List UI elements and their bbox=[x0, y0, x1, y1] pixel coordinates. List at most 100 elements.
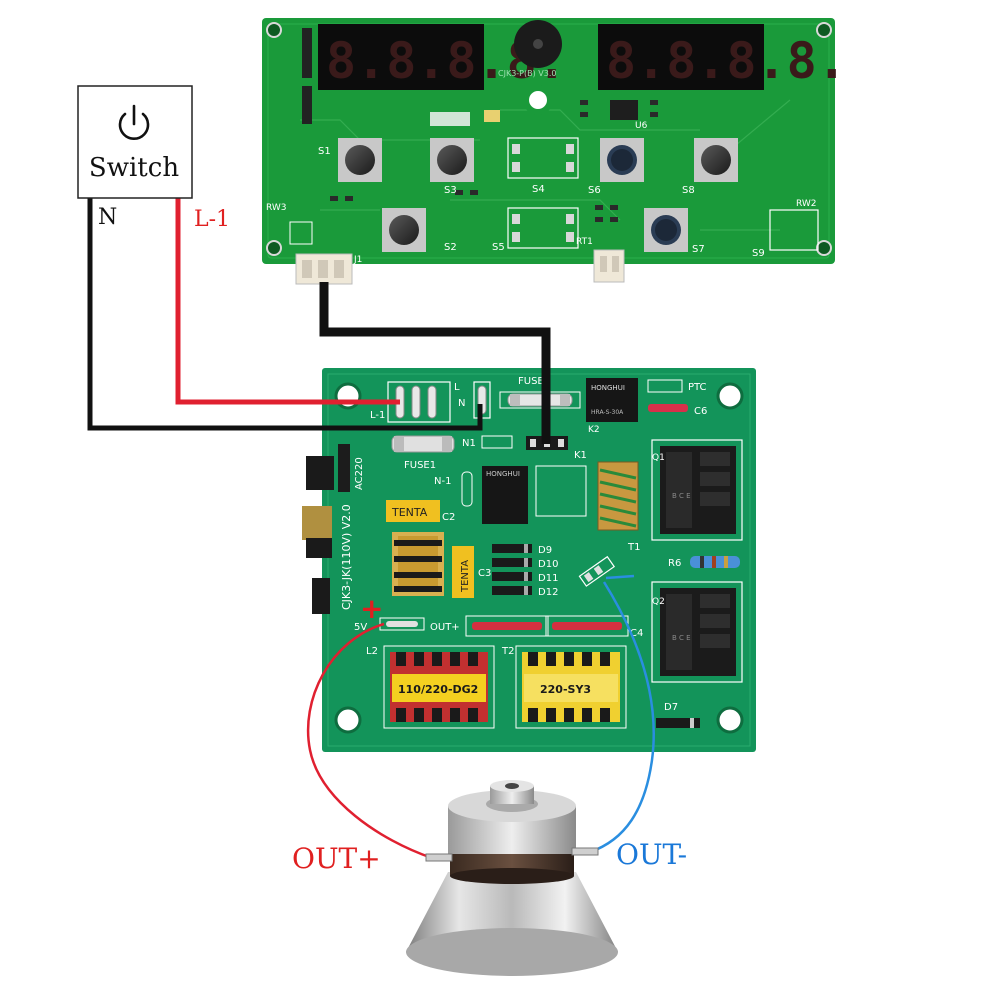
u6-label: U6 bbox=[635, 121, 648, 131]
ptc-label: PTC bbox=[688, 382, 707, 393]
neutral-wire bbox=[87, 198, 483, 431]
button-s1-label: S1 bbox=[318, 146, 331, 157]
power-icon bbox=[118, 104, 150, 141]
line-wire bbox=[175, 198, 400, 405]
k1-label: K1 bbox=[574, 450, 587, 461]
line-label: L-1 bbox=[194, 207, 230, 232]
rt1-label: RT1 bbox=[576, 237, 593, 247]
button-s1[interactable]: S1 bbox=[318, 138, 382, 182]
button-s9-label: S9 bbox=[752, 248, 765, 259]
n-minus-1-label: N-1 bbox=[434, 476, 451, 487]
driver-board: L-1 L N FUSE HONGHUI HRA-S-30A K2 PTC C6 bbox=[302, 368, 756, 752]
tenta-capacitor-c3: TENTA C3 bbox=[452, 546, 491, 598]
right-display-digits: 8.8.8.8. bbox=[606, 32, 847, 90]
button-s7[interactable]: S7 bbox=[644, 208, 705, 255]
d11-label: D11 bbox=[538, 573, 558, 584]
button-s3[interactable]: S3 bbox=[430, 138, 474, 196]
q2-label: Q2 bbox=[652, 597, 665, 607]
ultrasonic-transducer bbox=[406, 780, 618, 976]
n1-label: N1 bbox=[462, 438, 476, 449]
switch-label: Switch bbox=[89, 153, 179, 183]
transformer-t2: T2 220-SY3 bbox=[501, 645, 627, 729]
display-board: 8.8.8.8. 8.8.8.8. CJK3-P(B) V3.0 U6 bbox=[262, 18, 847, 285]
relay-k2-brand: HONGHUI bbox=[591, 384, 625, 392]
transformer-t2-label: 220-SY3 bbox=[540, 683, 591, 696]
c4-label: C4 bbox=[630, 628, 643, 639]
d10-label: D10 bbox=[538, 559, 558, 570]
resistor-r6: R6 bbox=[668, 556, 740, 569]
out-plus-wire bbox=[306, 622, 433, 860]
button-s5-pad[interactable]: S5 bbox=[492, 207, 579, 253]
ac220-label: AC220 bbox=[354, 457, 365, 490]
ptc: PTC C6 bbox=[647, 379, 707, 417]
fuse1-label: FUSE1 bbox=[404, 460, 436, 471]
button-s4-label: S4 bbox=[532, 184, 545, 195]
relay-k1-brand: HONGHUI bbox=[486, 470, 520, 478]
out-minus-wire bbox=[589, 581, 655, 854]
t1-label: T1 bbox=[627, 542, 640, 553]
fuse-label: FUSE bbox=[518, 376, 544, 387]
board-revision-label: CJK3-P(B) V3.0 bbox=[498, 69, 556, 78]
button-s7-label: S7 bbox=[692, 244, 705, 255]
q1-label: Q1 bbox=[652, 453, 665, 463]
out-plus-silk-label: OUT+ bbox=[430, 622, 460, 633]
diode-d7: D7 bbox=[656, 702, 700, 728]
wires bbox=[87, 198, 655, 860]
button-s8-label: S8 bbox=[682, 185, 695, 196]
c2-label: C2 bbox=[442, 512, 455, 523]
button-s2[interactable]: S2 bbox=[382, 208, 457, 253]
driver-board-model: CJK3-JK(110V) V2.0 bbox=[340, 504, 353, 610]
q1-pins: B C E bbox=[672, 492, 691, 500]
transistor-q2-heatsink: Q2 B C E bbox=[651, 581, 743, 683]
button-s9-pad[interactable]: S9 bbox=[752, 209, 819, 259]
connector-rt1: RT1 bbox=[576, 237, 625, 283]
power-switch[interactable]: Switch bbox=[77, 85, 193, 199]
c6-label: C6 bbox=[694, 406, 707, 417]
tenta-c2-label: TENTA bbox=[391, 506, 428, 519]
out-plus-label: OUT+ bbox=[292, 842, 381, 875]
out-plus-terminal bbox=[425, 853, 453, 862]
k2-label: K2 bbox=[588, 425, 600, 435]
button-s6[interactable]: S6 bbox=[588, 138, 644, 196]
transformer-l2: L2 110/220-DG2 bbox=[366, 645, 495, 729]
c3-label: C3 bbox=[478, 568, 491, 579]
terminal-n-label: N bbox=[458, 398, 465, 409]
rw3-label: RW3 bbox=[266, 203, 287, 213]
neutral-label: N bbox=[98, 205, 117, 230]
main-transformer bbox=[392, 532, 444, 596]
fuse1: FUSE1 bbox=[391, 435, 455, 471]
button-s8[interactable]: S8 bbox=[682, 138, 738, 196]
r6-label: R6 bbox=[668, 558, 681, 569]
relay-k2: HONGHUI HRA-S-30A K2 bbox=[586, 378, 638, 435]
capacitor-red-1 bbox=[472, 622, 542, 630]
five-v-label: 5V bbox=[354, 622, 367, 633]
plus-marker: + bbox=[360, 592, 383, 625]
button-s5-label: S5 bbox=[492, 242, 505, 253]
out-minus-label: OUT- bbox=[616, 838, 687, 871]
rw2-label: RW2 bbox=[796, 199, 817, 209]
diode-bank: D9 D10 D11 D12 bbox=[492, 544, 558, 598]
tenta-c3-label: TENTA bbox=[460, 560, 471, 593]
terminal-l1-label: L-1 bbox=[370, 410, 385, 421]
transformer-l2-label: 110/220-DG2 bbox=[398, 683, 478, 696]
fuse: FUSE bbox=[499, 376, 581, 409]
button-s3-label: S3 bbox=[444, 185, 457, 196]
transistor-q1-heatsink: Q1 B C E bbox=[651, 439, 743, 541]
button-s2-label: S2 bbox=[444, 242, 457, 253]
d7-label: D7 bbox=[664, 702, 678, 713]
out-minus-terminal bbox=[571, 847, 599, 856]
button-s6-label: S6 bbox=[588, 185, 601, 196]
signal-cable bbox=[319, 282, 551, 444]
d9-label: D9 bbox=[538, 545, 552, 556]
terminal-l-label: L bbox=[454, 382, 460, 393]
connector-j1: J1 bbox=[295, 253, 362, 285]
q2-pins: B C E bbox=[672, 634, 691, 642]
tenta-capacitor-c2: TENTA C2 bbox=[386, 500, 455, 523]
right-seven-segment-display: 8.8.8.8. bbox=[598, 24, 847, 90]
relay-k1: HONGHUI bbox=[482, 466, 528, 524]
relay-k2-model: HRA-S-30A bbox=[591, 409, 624, 416]
button-s4-pad[interactable]: S4 bbox=[507, 137, 579, 195]
connector-t1: T1 bbox=[578, 542, 640, 587]
t2-label: T2 bbox=[501, 646, 514, 657]
